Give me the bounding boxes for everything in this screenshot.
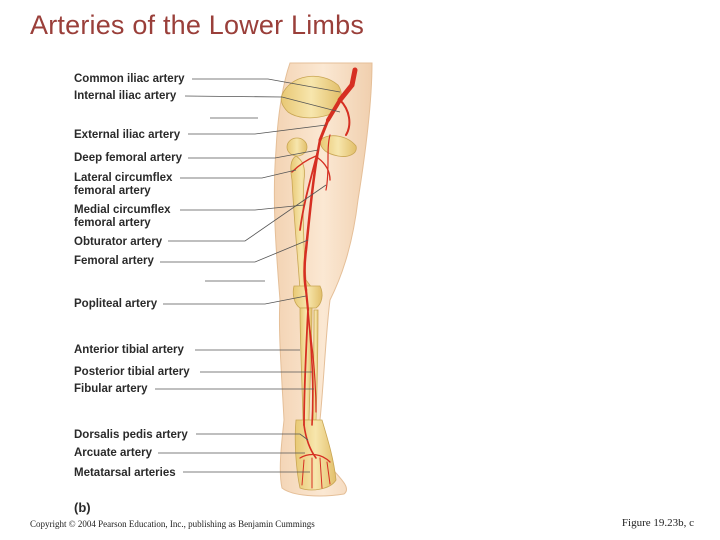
label-posterior-tibial-artery: Posterior tibial artery [74,366,190,378]
medial-circumflex [317,157,331,181]
copyright-notice: Copyright © 2004 Pearson Education, Inc.… [30,519,315,529]
anterior-tibial [303,309,309,426]
label-common-iliac-artery: Common iliac artery [74,73,185,85]
deep-femoral [299,149,319,231]
label-lateral-circumflex: Lateral circumflex [74,172,173,184]
label-anterior-tibial-artery: Anterior tibial artery [74,344,184,356]
posterior-tibial [307,311,314,426]
label-arcuate-artery: Arcuate artery [74,447,152,459]
label-popliteal-artery: Popliteal artery [74,298,158,310]
label-metatarsal-arteries: Metatarsal arteries [74,467,176,479]
popliteal [304,288,310,312]
dorsalis-pedis [303,424,317,459]
obturator [325,134,331,191]
slide-title: Arteries of the Lower Limbs [30,10,365,40]
label-fibular-artery: Fibular artery [74,383,148,395]
label-medial-circumflex-2: femoral artery [74,217,151,229]
femoral [303,138,322,292]
pelvis [280,76,342,119]
internal-iliac [339,99,351,136]
label-obturator-artery: Obturator artery [74,236,163,248]
common-iliac [326,98,342,122]
label-deep-femoral-artery: Deep femoral artery [74,152,183,164]
femoral-head [286,137,308,157]
label-external-iliac-artery: External iliac artery [74,129,181,141]
leader-lines [155,78,341,473]
artery-tree [291,67,358,489]
figure-part-label: (b) [74,500,91,515]
figure-reference: Figure 19.23b, c [621,517,694,529]
label-femoral-artery: Femoral artery [74,255,154,267]
label-lateral-circumflex-2: femoral artery [74,185,151,197]
aorta-branch [337,67,358,103]
label-medial-circumflex: Medial circumflex [74,204,171,216]
external-iliac [318,118,330,142]
arcuate [299,453,331,463]
label-internal-iliac-artery: Internal iliac artery [74,90,177,102]
metatarsals [301,457,331,489]
label-dorsalis-pedis-artery: Dorsalis pedis artery [74,429,188,441]
fibular [309,329,317,413]
